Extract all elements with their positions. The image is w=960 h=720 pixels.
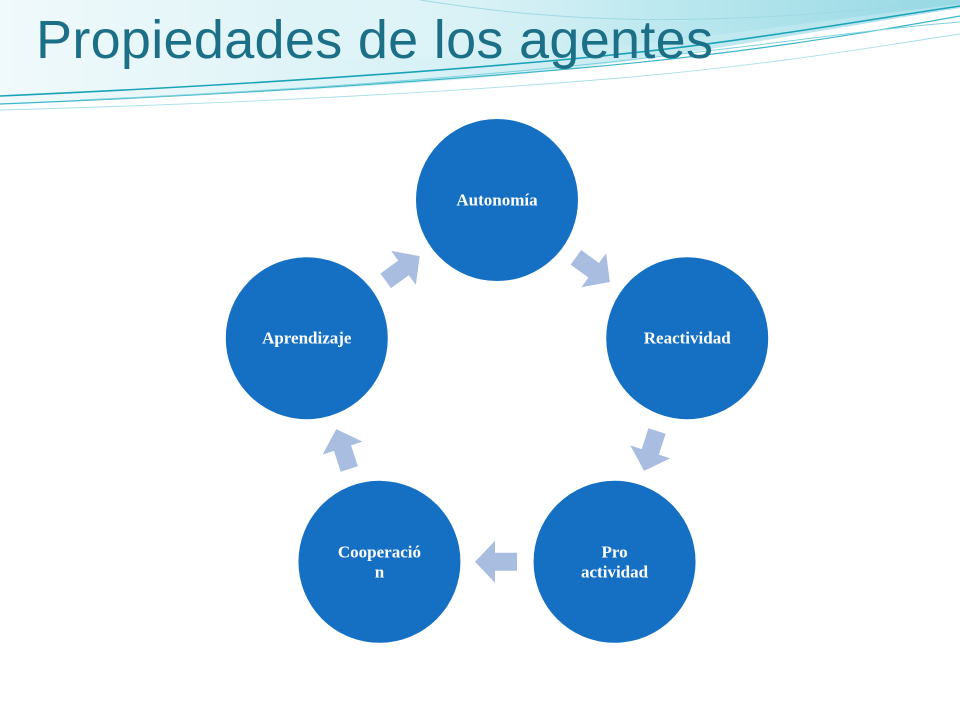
node-label: Autonomía bbox=[456, 191, 538, 210]
cycle-node: Aprendizaje bbox=[223, 255, 390, 422]
cycle-arrow bbox=[322, 429, 363, 472]
wave-line bbox=[0, 5, 960, 97]
node-circle bbox=[414, 117, 580, 283]
cycle-arrow bbox=[380, 250, 420, 289]
cycle-node: Autonomía bbox=[414, 117, 580, 283]
cycle-arrows bbox=[322, 250, 671, 583]
node-label: n bbox=[375, 562, 385, 581]
node-circle bbox=[296, 478, 463, 645]
wave-line bbox=[0, 15, 960, 105]
slide-title: Propiedades de los agentes bbox=[36, 10, 714, 70]
cycle-arrow bbox=[630, 428, 671, 471]
node-label: Aprendizaje bbox=[262, 329, 352, 348]
header-wave-decoration bbox=[0, 0, 960, 111]
wave-line bbox=[0, 33, 960, 111]
cycle-node: Reactividad bbox=[604, 255, 771, 422]
node-circle bbox=[604, 255, 771, 422]
cycle-arrow bbox=[475, 540, 517, 583]
wave-line bbox=[419, 0, 960, 21]
wave-line bbox=[79, 21, 960, 101]
node-label: Cooperació bbox=[338, 542, 421, 561]
node-label: Pro bbox=[601, 542, 627, 561]
node-circle bbox=[531, 478, 698, 645]
node-label: actividad bbox=[581, 562, 649, 581]
node-circle bbox=[223, 255, 390, 422]
node-label: Reactividad bbox=[644, 329, 731, 348]
cycle-arrow bbox=[570, 250, 610, 288]
